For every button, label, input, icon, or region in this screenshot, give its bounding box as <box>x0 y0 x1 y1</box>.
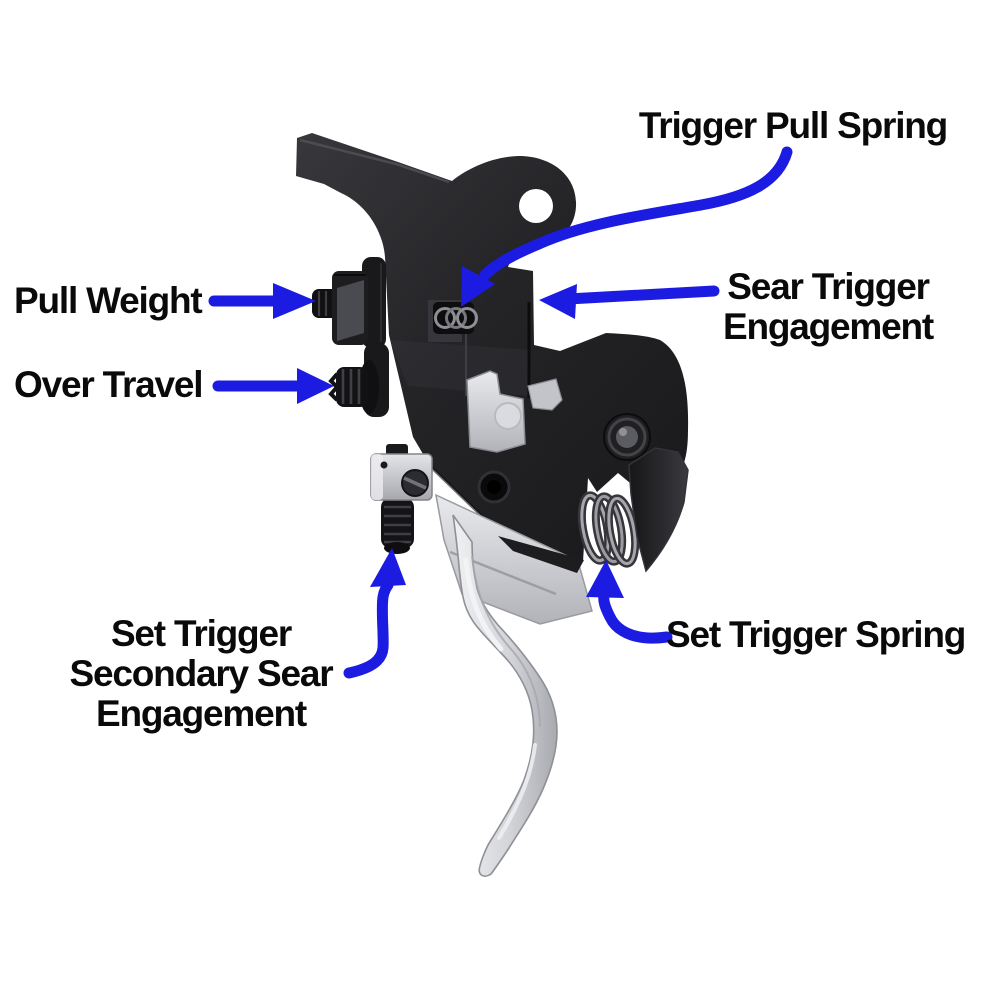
label-line: Set Trigger Spring <box>666 614 966 655</box>
callout-arrows <box>208 146 793 679</box>
secondary-sear-bracket <box>370 444 433 501</box>
label-line: Secondary Sear <box>69 653 334 694</box>
housing-lower-lip <box>498 536 584 573</box>
label-line: Sear Trigger <box>727 266 930 307</box>
label-pull-weight: Pull Weight <box>14 280 203 321</box>
sear-lever-silver <box>466 370 563 453</box>
label-line: Set Trigger <box>110 613 292 654</box>
hanger-hole <box>519 189 553 223</box>
set-trigger-spring-arrow <box>586 560 673 644</box>
set-trigger-secondary-sear-arrow <box>343 548 406 679</box>
label-line: Engagement <box>722 306 934 347</box>
label-line: Pull Weight <box>14 280 203 321</box>
label-set-trigger-spring: Set Trigger Spring <box>666 614 966 655</box>
trigger-pull-spring-coil <box>433 302 478 334</box>
trigger-blade <box>435 493 593 877</box>
label-set-trigger-secondary-sear-engagement: Set Trigger Secondary Sear Engagement <box>41 614 361 734</box>
trigger-pull-spring-arrow <box>461 146 793 307</box>
over-travel-arrow <box>212 368 334 404</box>
sear-trigger-engagement-arrow <box>539 284 720 319</box>
label-line: Over Travel <box>14 364 204 405</box>
set-trigger-secondary-sear-screw <box>381 498 414 554</box>
label-over-travel: Over Travel <box>14 364 204 405</box>
label-trigger-pull-spring: Trigger Pull Spring <box>633 106 953 146</box>
label-line: Engagement <box>95 693 307 734</box>
label-sear-trigger-engagement: Sear Trigger Engagement <box>698 267 958 347</box>
over-travel-screw <box>328 343 389 417</box>
pull-weight-arrow <box>208 283 316 319</box>
set-trigger-spring-coil <box>577 491 640 568</box>
label-line: Trigger Pull Spring <box>638 105 948 146</box>
sear-hook <box>628 447 689 573</box>
housing-pin-hole <box>477 470 511 504</box>
pull-weight-screw <box>312 257 386 348</box>
